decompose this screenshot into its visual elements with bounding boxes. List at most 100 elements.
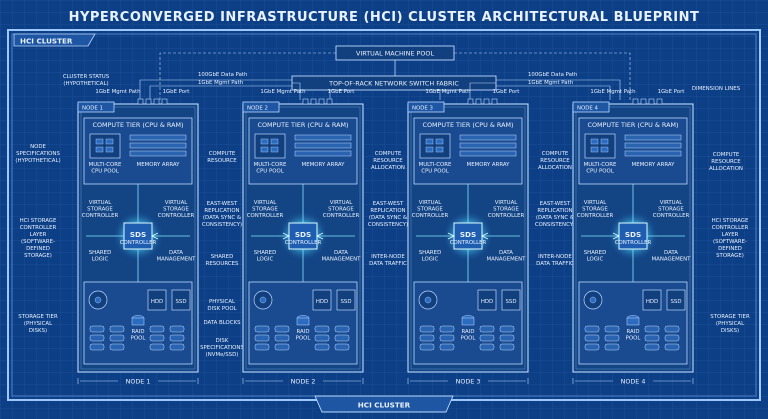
data-block-icon [439,343,455,351]
data-path-right-100: 100GbE Data Path [528,72,577,78]
node-tab [242,101,280,113]
data-block-icon [644,325,660,333]
node-inner-frame [245,106,361,370]
data-block-icon [584,343,600,351]
data-block-icon [604,325,620,333]
raid-cylinder-body [626,317,640,326]
node-inner-frame [80,106,196,370]
data-block-icon [314,343,330,351]
data-block-icon [334,334,350,342]
cluster-tab-label: HCI CLUSTER [20,37,73,46]
data-block-icon [334,343,350,351]
node-footer-label: NODE 3 [456,378,481,386]
data-block-icon [419,325,435,333]
node-tab-label: NODE 1 [82,106,103,112]
compute-tier-label: COMPUTE TIER (CPU & RAM) [423,121,514,129]
beam-arrow-left [315,232,324,240]
data-block-icon [314,325,330,333]
network-port [318,98,325,105]
data-block-icon [499,334,515,342]
memory-module-icon [459,150,517,157]
network-port [640,98,647,105]
data-block-icon [109,334,125,342]
node-tab-label: NODE 2 [247,106,268,112]
memory-module-icon [624,150,682,157]
ssd-label: SSD [341,299,352,305]
cpu-core-icon [95,146,104,153]
data-block-icon [499,343,515,351]
memory-module-icon [459,134,517,141]
cpu-chip-icon [584,133,616,159]
ssd-box [336,289,356,311]
data-block-icon [439,334,455,342]
cpu-chip-icon [254,133,286,159]
data-block-icon [169,325,185,333]
sds-label: SDS [130,230,146,239]
network-port [161,98,168,105]
cluster-status-label: CLUSTER STATUS(HYPOTHETICAL) [63,74,110,87]
sds-label: SDS [460,230,476,239]
controller-label: CONTROLLER [285,240,322,246]
data-block-icon [419,334,435,342]
mgmt-path-label: 1GbE Mgmt Path [260,89,305,95]
node-inner-frame [575,106,691,370]
footer-tab [314,395,454,413]
data-block-icon [109,325,125,333]
ssd-label: SSD [506,299,517,305]
compute-tier-label: COMPUTE TIER (CPU & RAM) [258,121,349,129]
memory-array-label: MEMORY ARRAY [302,162,346,168]
dimension-lines-label: DIMENSION LINES [692,86,741,92]
diagram-title: HYPERCONVERGED INFRASTRUCTURE (HCI) CLUS… [69,10,700,25]
port-label: 1GbE Port [163,89,190,95]
data-block-icon [89,334,105,342]
memory-array-label: MEMORY ARRAY [467,162,511,168]
cpu-core-icon [270,138,279,145]
port-label: 1GbE Port [328,89,355,95]
data-block-icon [254,325,270,333]
hdd-box [477,289,497,311]
data-block-icon [149,343,165,351]
node-footer-label: NODE 1 [126,378,151,386]
network-port [491,98,498,105]
data-block-icon [149,334,165,342]
hdd-box [642,289,662,311]
cpu-core-icon [425,138,434,145]
hdd-spindle-icon [424,296,432,304]
cpu-core-icon [425,146,434,153]
ssd-label: SSD [671,299,682,305]
node-tab [407,101,445,113]
data-block-icon [89,343,105,351]
beam-arrow-left [480,232,489,240]
cpu-core-icon [590,138,599,145]
data-block-icon [439,325,455,333]
dimension-line [242,378,364,384]
cpu-core-icon [105,138,114,145]
raid-cylinder-body [296,317,310,326]
node-tab [572,101,610,113]
hdd-label: HDD [316,299,328,305]
network-port [467,98,474,105]
hdd-label: HDD [151,299,163,305]
beam-arrow-right [612,232,621,240]
